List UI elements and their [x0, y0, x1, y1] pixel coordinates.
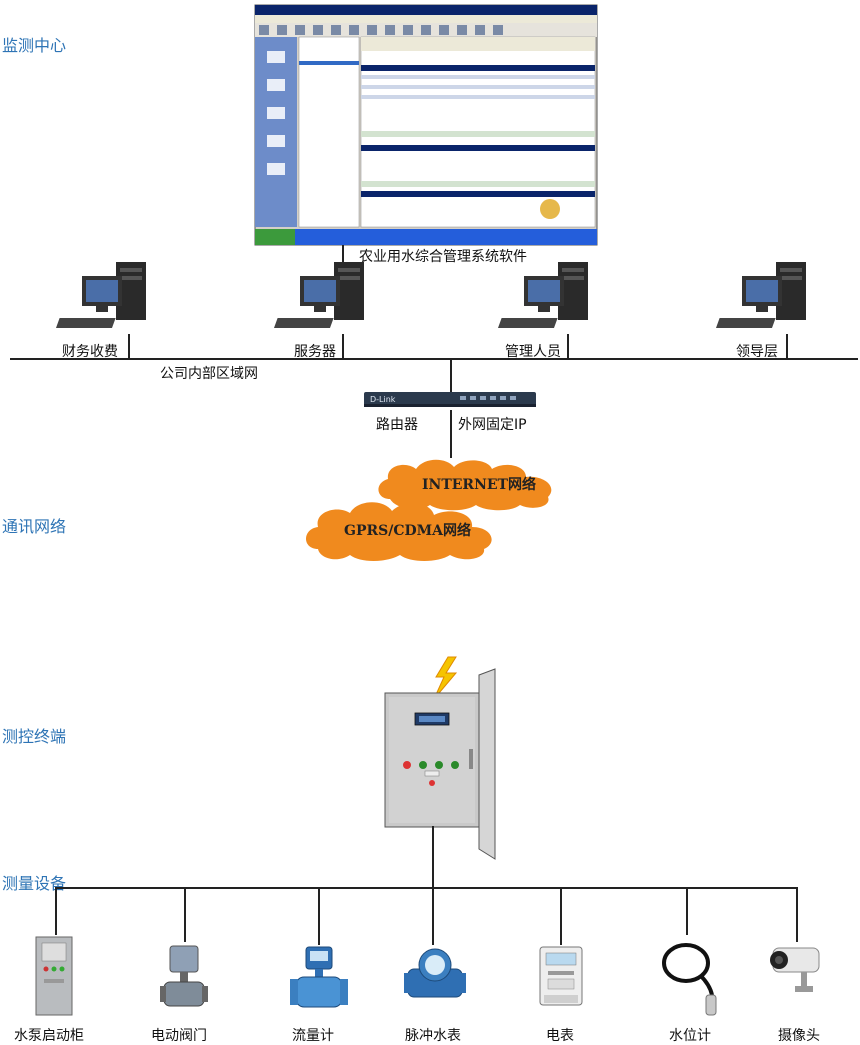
control-cabinet	[384, 668, 496, 860]
lan-bus-line	[10, 358, 858, 360]
gprs-cloud-label: GPRS/CDMA网络	[344, 522, 471, 539]
lan-label: 公司内部区域网	[160, 366, 258, 382]
computer-label-server: 服务器	[294, 344, 336, 360]
device-label-camera: 摄像头	[778, 1028, 820, 1044]
connector-software-server	[342, 245, 344, 265]
section-communication-network: 通讯网络	[2, 517, 67, 536]
device-label-electric-valve: 电动阀门	[151, 1028, 207, 1044]
computer-label-finance: 财务收费	[62, 344, 118, 360]
connector-leadership	[786, 334, 788, 359]
computer-icon	[273, 262, 364, 328]
router-icon: D-Link	[364, 392, 536, 407]
device-label-water-level-meter: 水位计	[669, 1028, 711, 1044]
camera-icon	[770, 947, 820, 992]
device-bus-line	[55, 887, 796, 889]
computer-icon	[497, 262, 588, 328]
connector-device-levelmeter	[686, 887, 688, 935]
connector-server	[342, 334, 344, 359]
section-control-terminal: 测控终端	[2, 727, 67, 746]
connector-management	[567, 334, 569, 359]
pulse-water-meter-icon	[404, 948, 466, 998]
gprs-cloud: GPRS/CDMA网络	[306, 502, 492, 561]
router-brand: D-Link	[370, 395, 396, 404]
software-screenshot	[254, 4, 598, 246]
computer-label-leadership: 领导层	[736, 344, 778, 360]
connector-finance	[128, 334, 130, 359]
connector-cabinet-devices	[432, 826, 434, 888]
section-measurement-devices: 测量设备	[2, 874, 67, 893]
device-label-flowmeter: 流量计	[292, 1028, 334, 1044]
device-label-electric-meter: 电表	[546, 1028, 574, 1044]
water-level-meter-icon	[662, 943, 717, 1016]
router-ip-label: 外网固定IP	[458, 417, 527, 433]
computer-icon	[55, 262, 146, 328]
router-label: 路由器	[376, 417, 418, 433]
connector-device-electricmeter	[560, 887, 562, 945]
connector-device-flowmeter	[318, 887, 320, 945]
software-caption: 农业用水综合管理系统软件	[359, 249, 527, 265]
section-monitoring-center: 监测中心	[2, 36, 67, 55]
electric-valve-icon	[160, 945, 208, 1007]
electric-meter-icon	[539, 946, 583, 1006]
internet-cloud: INTERNET网络	[378, 459, 552, 511]
connector-lan-router	[450, 360, 452, 392]
connector-device-pump	[55, 887, 57, 935]
computer-icon	[715, 262, 806, 328]
connector-device-watermeter	[432, 887, 434, 945]
internet-cloud-label: INTERNET网络	[422, 476, 536, 493]
computer-label-management: 管理人员	[505, 344, 561, 360]
connector-device-camera	[796, 887, 798, 942]
connector-device-valve	[184, 887, 186, 942]
connector-router-cloud	[450, 410, 452, 458]
device-label-pulse-water-meter: 脉冲水表	[405, 1028, 461, 1044]
pump-cabinet-icon	[35, 936, 73, 1016]
device-label-pump-cabinet: 水泵启动柜	[14, 1028, 84, 1044]
lightning-icon	[433, 656, 458, 700]
flowmeter-icon	[290, 946, 348, 1008]
